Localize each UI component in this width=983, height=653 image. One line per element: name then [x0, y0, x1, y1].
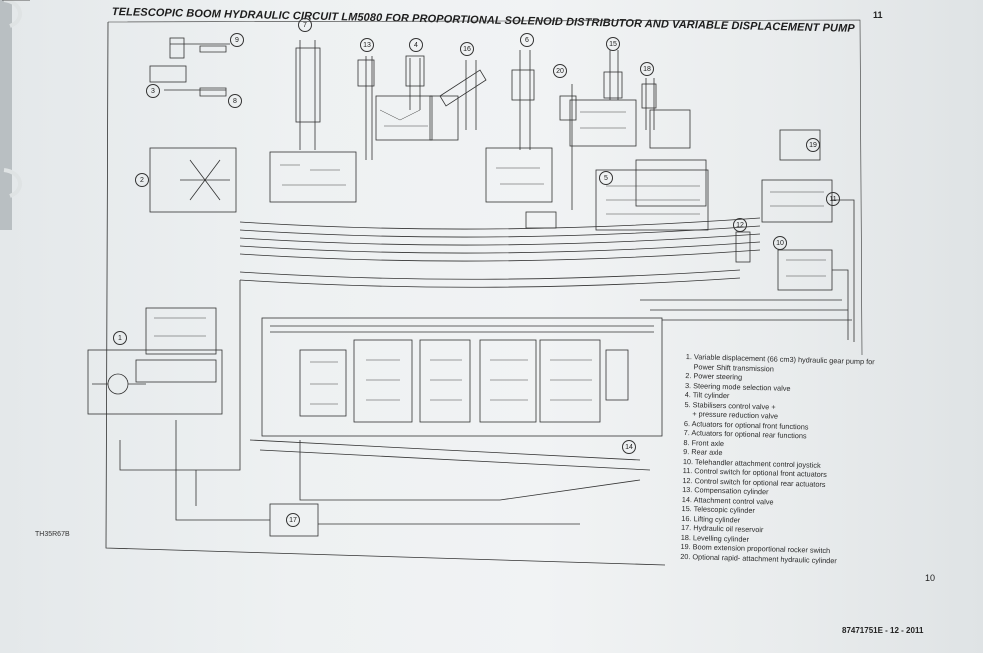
- callout-8: 8: [228, 94, 242, 108]
- callout-1: 1: [113, 331, 127, 345]
- callout-5: 5: [599, 171, 613, 185]
- callout-11: 11: [826, 192, 840, 206]
- callout-18: 18: [640, 62, 654, 76]
- callout-10: 10: [773, 236, 787, 250]
- callout-12: 12: [733, 218, 747, 232]
- callout-9: 9: [230, 33, 244, 47]
- callout-17: 17: [286, 513, 300, 527]
- callout-4: 4: [409, 38, 423, 52]
- page-number-bottom: 10: [925, 573, 936, 583]
- page-number-top: 11: [873, 10, 883, 20]
- callout-2: 2: [135, 173, 149, 187]
- callout-16: 16: [460, 42, 474, 56]
- callout-6: 6: [520, 33, 534, 47]
- callout-14: 14: [622, 440, 636, 454]
- callout-13: 13: [360, 38, 374, 52]
- callout-3: 3: [146, 84, 160, 98]
- component-legend: 1. Variable displacement (66 cm3) hydrau…: [680, 352, 876, 566]
- document-code: 87471751E - 12 - 2011: [842, 626, 924, 635]
- callout-15: 15: [606, 37, 620, 51]
- callout-19: 19: [806, 138, 820, 152]
- callout-7: 7: [298, 18, 312, 32]
- drawing-code: TH35R67B: [35, 531, 70, 538]
- callout-20: 20: [553, 64, 567, 78]
- binder-rings: [0, 0, 30, 230]
